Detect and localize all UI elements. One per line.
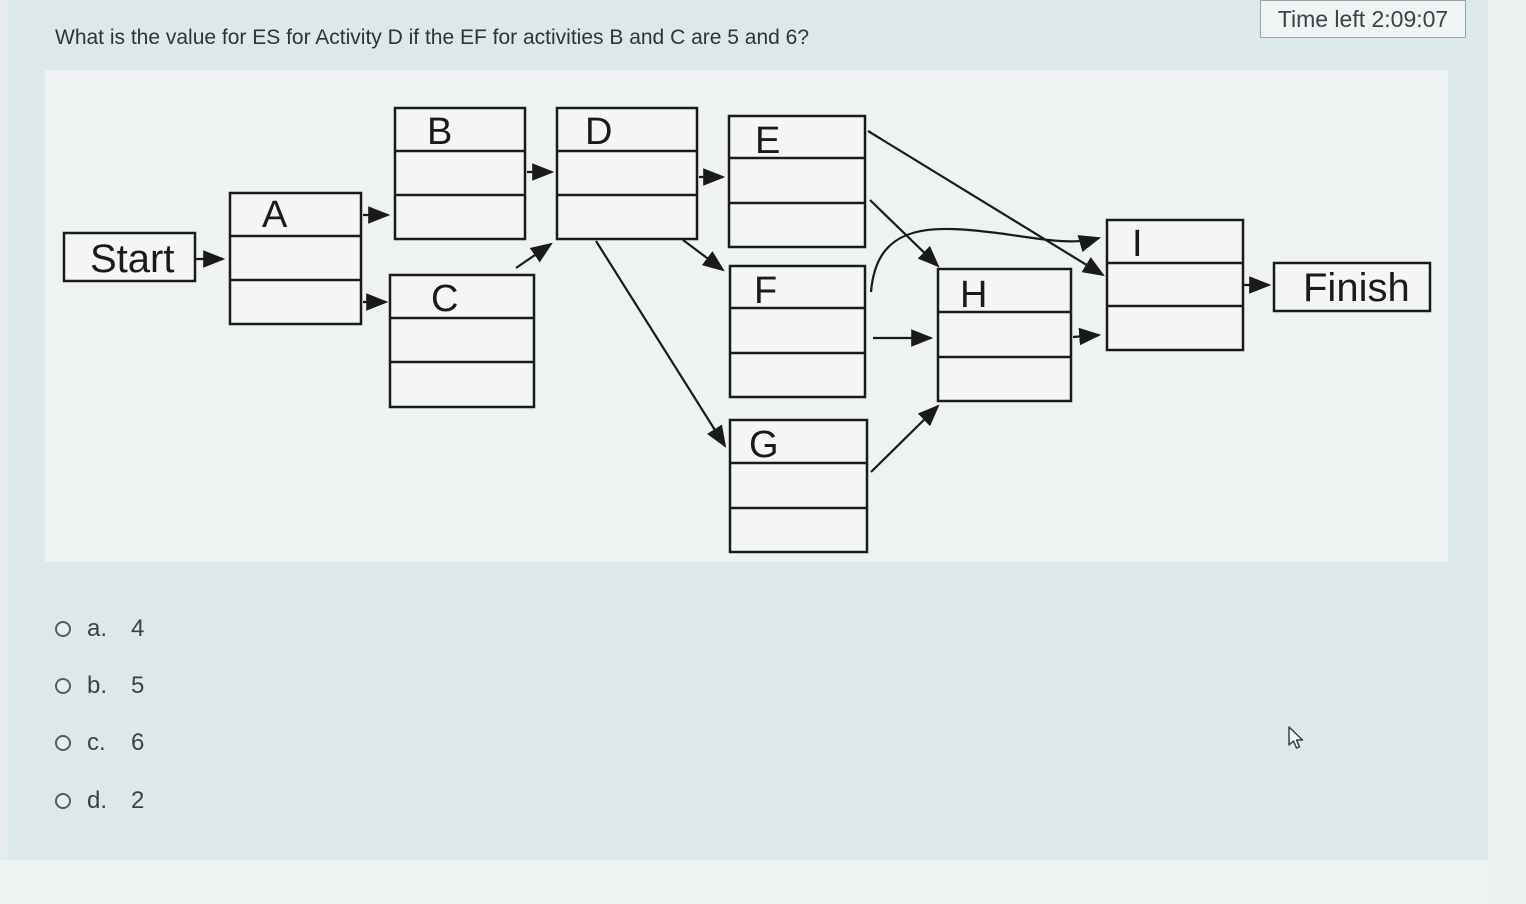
- time-left-badge: Time left 2:09:07: [1260, 0, 1466, 38]
- arrow-f-i: [869, 227, 1102, 293]
- arrow-c-d: [515, 242, 553, 269]
- network-diagram-svg: Start A B C D E F G H I Finish: [62, 106, 1432, 554]
- start-label: Start: [90, 237, 174, 281]
- activity-f-label: F: [754, 270, 777, 312]
- finish-node: [1272, 261, 1432, 313]
- option-b[interactable]: b. 5: [55, 669, 144, 703]
- option-value: 4: [131, 615, 145, 642]
- mouse-pointer-icon: [1288, 726, 1304, 749]
- radio-circle-icon[interactable]: [55, 735, 71, 751]
- start-node: [62, 231, 197, 283]
- finish-label: Finish: [1303, 266, 1410, 310]
- option-value: 5: [131, 672, 145, 699]
- activity-h-label: H: [960, 274, 987, 316]
- arrow-e-h: [869, 199, 940, 268]
- activity-e-node: [727, 114, 867, 249]
- activity-c-label: C: [431, 278, 458, 320]
- activity-h-node: [936, 267, 1073, 403]
- activity-i-node: [1105, 218, 1245, 352]
- activity-d-node: [555, 106, 699, 241]
- option-letter: c.: [87, 729, 106, 756]
- activity-g-label: G: [749, 424, 779, 466]
- arrow-h-i: [1072, 327, 1102, 346]
- arrow-g-h: [870, 404, 940, 473]
- network-diagram: Start A B C D E F G H I Finish: [45, 70, 1448, 562]
- page-edge: [1488, 0, 1526, 904]
- activity-f-node: [728, 264, 867, 399]
- activity-e-label: E: [755, 120, 780, 162]
- option-value: 2: [131, 787, 145, 814]
- bottom-strip: [0, 860, 1526, 904]
- activity-c-node: [388, 273, 536, 409]
- option-c[interactable]: c. 6: [55, 726, 144, 760]
- option-letter: b.: [87, 672, 108, 699]
- option-value: 6: [131, 729, 145, 756]
- activity-i-label: I: [1132, 223, 1143, 265]
- activity-a-label: A: [262, 194, 288, 236]
- option-d[interactable]: d. 2: [55, 784, 144, 818]
- radio-circle-icon[interactable]: [55, 621, 71, 637]
- activity-g-node: [728, 418, 869, 554]
- radio-circle-icon[interactable]: [55, 678, 71, 694]
- option-letter: d.: [87, 787, 108, 814]
- arrow-d-g: [595, 240, 727, 448]
- activity-a-node: [228, 191, 363, 326]
- question-text: What is the value for ES for Activity D …: [55, 26, 810, 49]
- option-letter: a.: [87, 615, 108, 642]
- activity-b-label: B: [427, 111, 452, 153]
- arrow-e-i: [867, 130, 1105, 277]
- arrow-d-f: [682, 239, 725, 272]
- activity-b-node: [393, 106, 527, 241]
- option-a[interactable]: a. 4: [55, 612, 144, 646]
- activity-d-label: D: [585, 111, 612, 153]
- radio-circle-icon[interactable]: [55, 793, 71, 809]
